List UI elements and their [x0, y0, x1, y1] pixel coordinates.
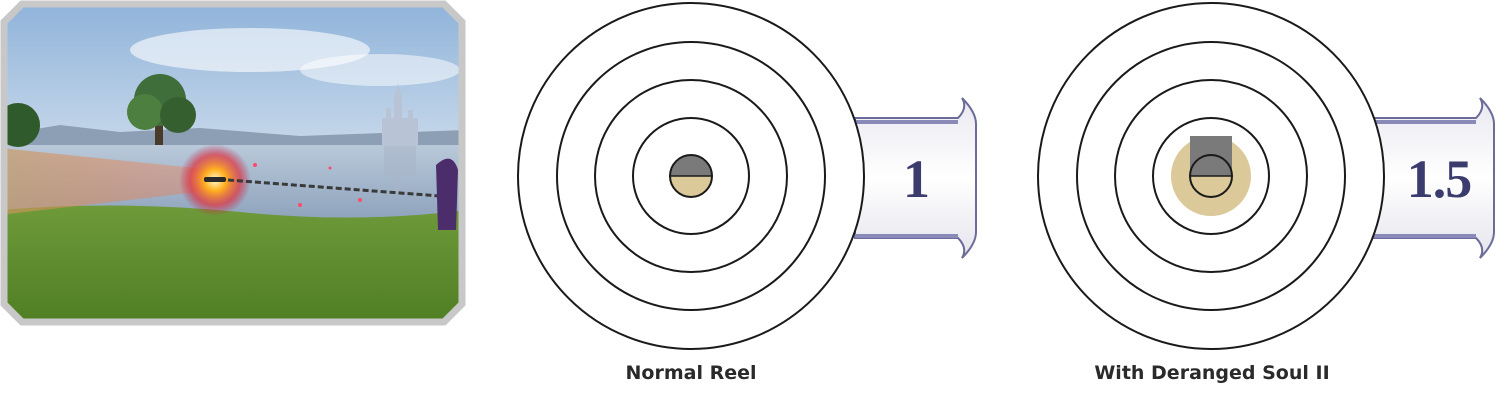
panel-caption: With Deranged Soul II: [1094, 362, 1330, 384]
multiplier-tag: [854, 97, 977, 259]
fishing-scene-image: [0, 0, 466, 326]
multiplier-value: 1.5: [1406, 149, 1472, 209]
catch-zone: [669, 154, 713, 198]
panel-caption: Normal Reel: [625, 362, 757, 384]
multiplier-value: 1: [903, 149, 930, 209]
multiplier-tag: [1373, 97, 1495, 259]
normal-reel-panel: 1 Normal Reel: [510, 0, 1000, 417]
deranged-soul-panel: 1.5 With Deranged Soul II: [1030, 0, 1508, 417]
catch-zone-enlarged: [1171, 136, 1251, 216]
